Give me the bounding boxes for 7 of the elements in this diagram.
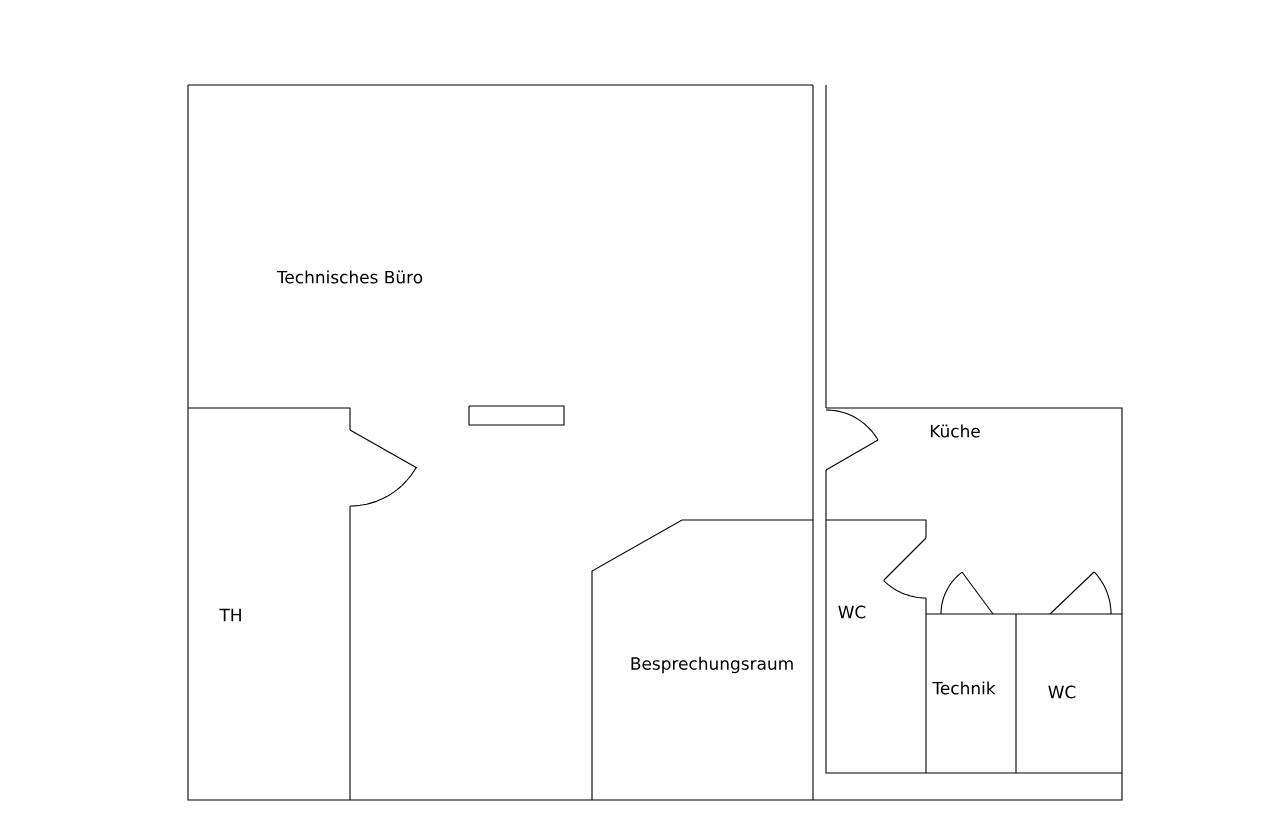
room-label: Küche xyxy=(930,424,980,438)
room-label: TH xyxy=(219,608,241,622)
room-label: Besprechungsraum xyxy=(631,656,793,674)
room-label: WC xyxy=(838,605,866,619)
room-label: Technik xyxy=(932,681,996,695)
room-label: Technisches Büro xyxy=(276,270,423,284)
room-label: WC xyxy=(1048,685,1076,699)
